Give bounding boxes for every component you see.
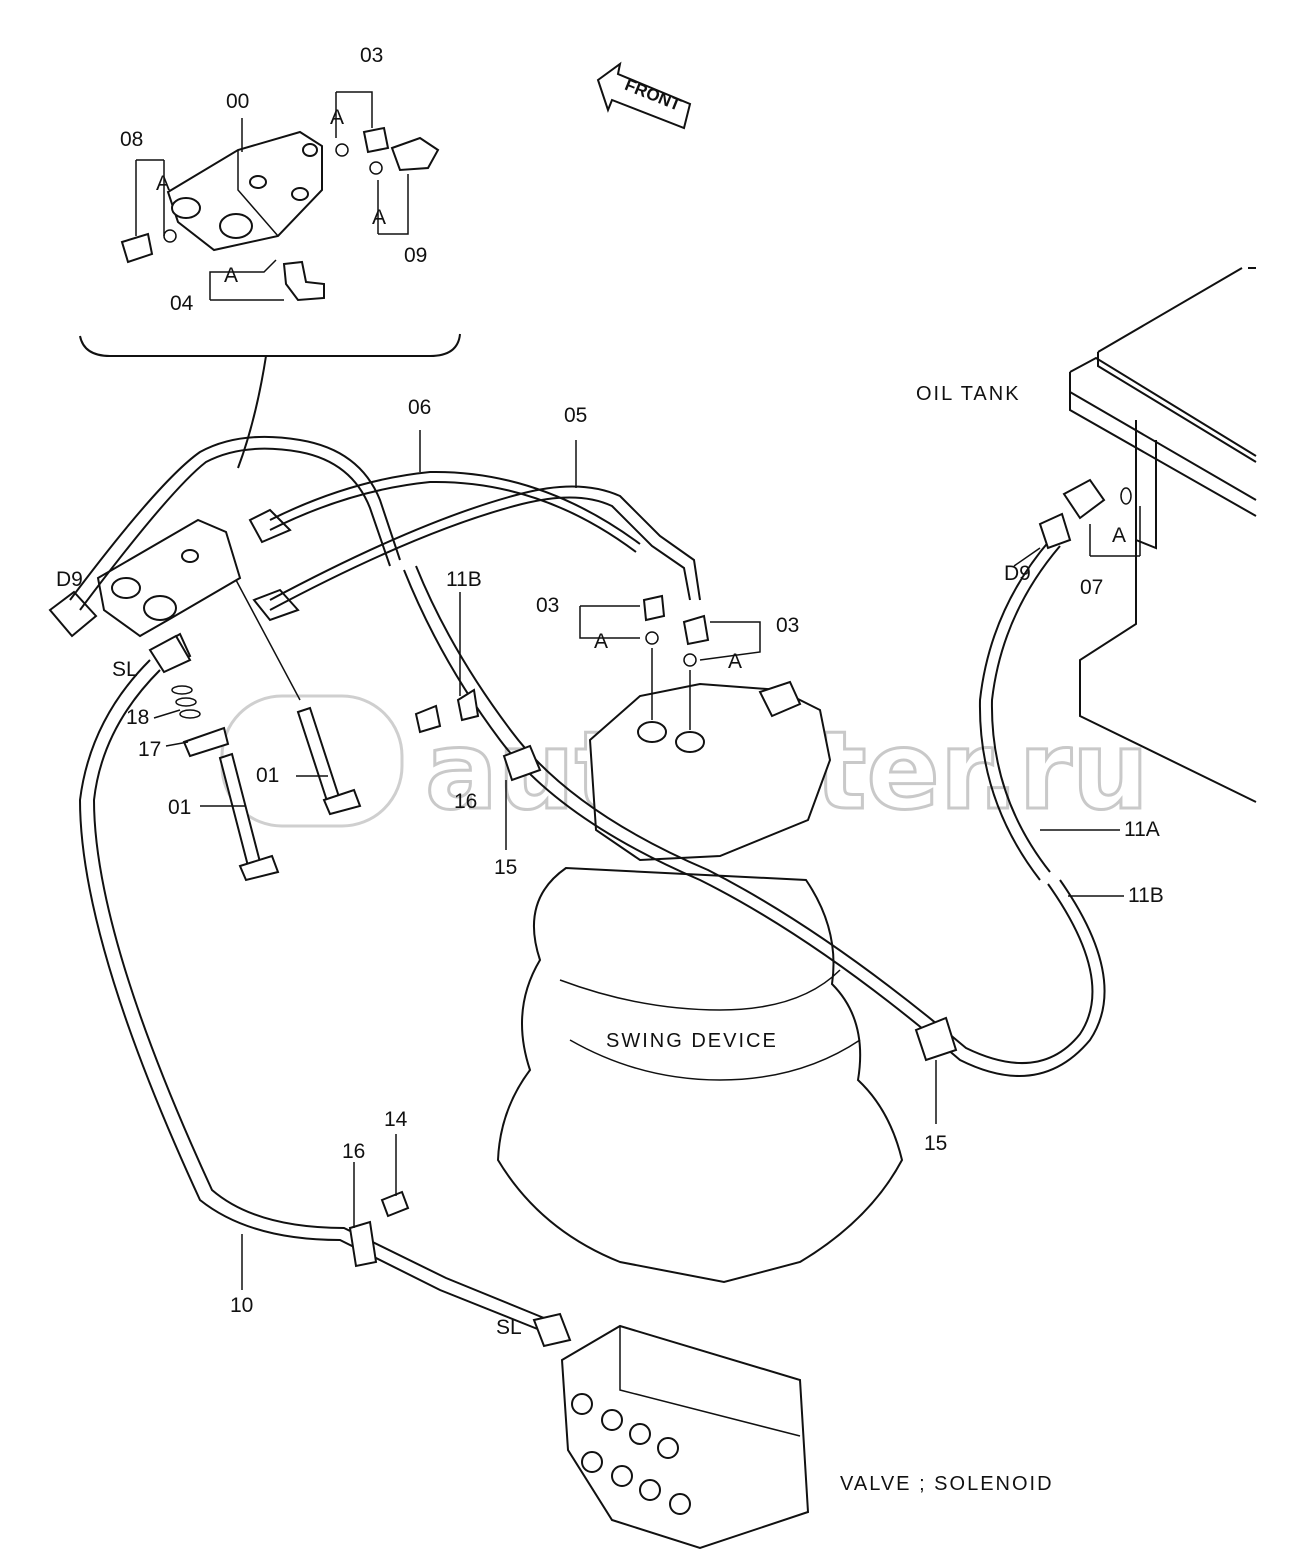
label-01-b: 01 [168, 796, 191, 819]
label-04: 04 [170, 292, 194, 315]
caption-oil-tank: OIL TANK [916, 383, 1021, 405]
label-16-top: 16 [454, 790, 477, 813]
oil-tank [1069, 267, 1257, 803]
label-a-mid-right: A [728, 650, 742, 673]
label-a-mid-left: A [594, 630, 608, 653]
hose-06 [269, 470, 641, 553]
label-11a: 11A [1124, 818, 1160, 841]
label-sl-bottom: SL [496, 1316, 522, 1339]
label-14: 14 [384, 1108, 408, 1131]
main-block-valve [48, 508, 300, 666]
clamp-parts [148, 634, 958, 1348]
label-07: 07 [1080, 576, 1103, 599]
label-d9-left: D9 [56, 568, 83, 591]
hose-11a [978, 539, 1061, 881]
label-a-top-4: A [224, 264, 238, 287]
caption-valve-solenoid: VALVE ; SOLENOID [840, 1473, 1054, 1495]
label-15-left: 15 [494, 856, 517, 879]
label-08: 08 [120, 128, 143, 151]
label-09: 09 [404, 244, 427, 267]
label-d9-right: D9 [1004, 562, 1031, 585]
label-06: 06 [408, 396, 431, 419]
swing-device [496, 680, 904, 1284]
label-11b-right: 11B [1128, 884, 1164, 907]
front-arrow-label: FRONT [622, 75, 684, 115]
front-arrow-icon: FRONT [596, 61, 692, 130]
label-00: 00 [226, 90, 249, 113]
inset-block-valve [79, 91, 461, 469]
hose-large-loop [69, 435, 401, 611]
label-17: 17 [138, 738, 161, 761]
label-01-a: 01 [256, 764, 279, 787]
label-a-top-3: A [372, 206, 386, 229]
hose-10 [78, 659, 545, 1331]
label-05: 05 [564, 404, 587, 427]
label-a-right: A [1112, 524, 1126, 547]
label-15-right: 15 [924, 1132, 947, 1155]
label-sl-top: SL [112, 658, 138, 681]
hose-11b-main [403, 565, 1106, 1077]
leader-lines [153, 430, 1124, 1290]
label-03-mid-right: 03 [776, 614, 799, 637]
solenoid-valve [560, 1324, 810, 1550]
label-a-top-2: A [156, 172, 170, 195]
label-a-top-1: A [330, 106, 344, 129]
bolts-01 [171, 685, 362, 882]
label-03-top: 03 [360, 44, 383, 67]
caption-swing-device: SWING DEVICE [606, 1030, 778, 1052]
fittings-mid [579, 594, 761, 730]
label-18: 18 [126, 706, 149, 729]
label-03-mid-left: 03 [536, 594, 559, 617]
label-11b-top: 11B [446, 568, 482, 591]
label-10: 10 [230, 1294, 253, 1317]
label-16-bottom: 16 [342, 1140, 365, 1163]
elbow-07 [1038, 478, 1141, 557]
hose-05 [269, 485, 701, 611]
